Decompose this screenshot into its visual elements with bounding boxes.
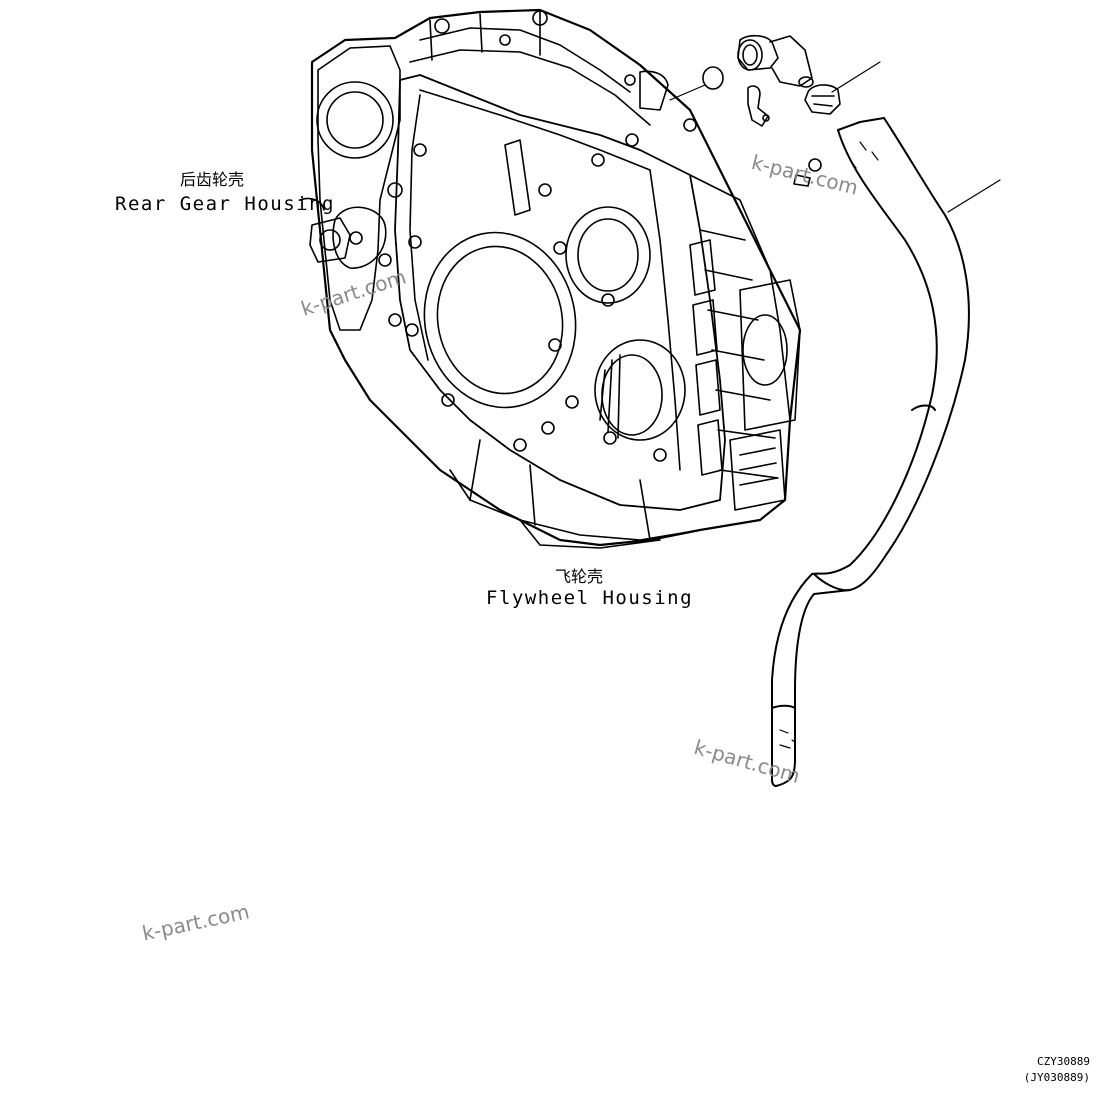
housing-assembly [299, 8, 802, 549]
rear-gear-housing-label-en: Rear Gear Housing [115, 193, 335, 215]
drawing-code-secondary: (JY030889) [1023, 1071, 1090, 1084]
rear-gear-housing-label-cn: 后齿轮壳 [180, 170, 245, 189]
drawing-code: CZY30889 [1037, 1055, 1090, 1068]
flywheel-housing-label-en: Flywheel Housing [486, 587, 694, 609]
breather-hose [771, 117, 970, 787]
exploded-parts [669, 34, 1001, 213]
flywheel-housing-label-cn: 飞轮壳 [555, 567, 604, 586]
